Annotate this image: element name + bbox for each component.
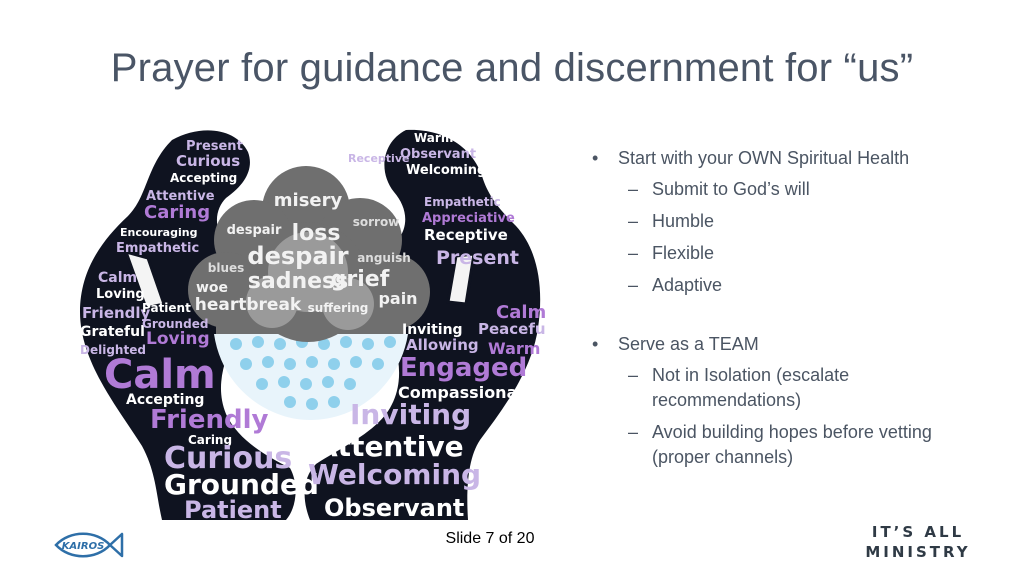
svg-text:Observant: Observant bbox=[400, 147, 476, 162]
svg-text:Warm: Warm bbox=[488, 339, 540, 358]
sub-bullet-dash: – bbox=[628, 243, 639, 263]
svg-text:Grounded: Grounded bbox=[142, 317, 208, 331]
word-grief: grief bbox=[331, 267, 390, 292]
svg-text:Grateful: Grateful bbox=[80, 324, 145, 340]
svg-text:Attentive: Attentive bbox=[316, 430, 464, 463]
svg-text:Inviting: Inviting bbox=[350, 398, 471, 431]
word-sorrow: sorrow bbox=[353, 215, 400, 229]
svg-text:Encouraging: Encouraging bbox=[120, 226, 197, 239]
right-hand-words: Warm Observant Welcoming Receptive Empat… bbox=[308, 131, 546, 522]
sub-bullet-dash: – bbox=[628, 422, 639, 442]
cloud-inner bbox=[246, 232, 374, 330]
sub-bullet-text: Submit to God’s will bbox=[652, 179, 810, 199]
sub-bullet-item: –Not in Isolation (escalate recommendati… bbox=[592, 363, 992, 413]
cloud-words: misery despair loss despair sadness grie… bbox=[195, 190, 418, 315]
word-sadness: sadness bbox=[248, 269, 348, 294]
right-thumb-white bbox=[446, 252, 476, 306]
svg-text:Engaged: Engaged bbox=[400, 353, 527, 383]
sub-bullet-dash: – bbox=[628, 211, 639, 231]
svg-text:Appreciative: Appreciative bbox=[422, 211, 515, 226]
svg-text:Caring: Caring bbox=[144, 202, 210, 223]
svg-text:Peaceful: Peaceful bbox=[478, 320, 546, 338]
svg-text:Accepting: Accepting bbox=[126, 392, 204, 408]
rain-bowl bbox=[214, 334, 408, 420]
slide-title: Prayer for guidance and discernment for … bbox=[110, 46, 914, 90]
hands-word-cloud-illustration: misery despair loss despair sadness grie… bbox=[80, 129, 546, 522]
sub-bullet-text: Not in Isolation (escalate recommendatio… bbox=[652, 365, 850, 410]
svg-text:Warm: Warm bbox=[414, 131, 453, 145]
svg-text:Welcoming: Welcoming bbox=[308, 458, 481, 491]
word-misery: misery bbox=[274, 190, 343, 211]
svg-text:Receptive: Receptive bbox=[348, 152, 409, 165]
word-heartbreak: heartbreak bbox=[195, 295, 302, 315]
sub-bullet-item: –Flexible bbox=[592, 241, 992, 266]
svg-text:Patient: Patient bbox=[142, 301, 191, 315]
sub-bullet-text: Flexible bbox=[652, 243, 715, 263]
sub-bullet-dash: – bbox=[628, 275, 639, 295]
sub-bullet-item: –Avoid building hopes before vetting (pr… bbox=[592, 420, 992, 470]
svg-text:Curious: Curious bbox=[176, 152, 240, 170]
svg-text:Welcoming: Welcoming bbox=[406, 163, 486, 178]
svg-text:Caring: Caring bbox=[188, 433, 232, 447]
word-pain: pain bbox=[378, 289, 417, 308]
left-hand-words: Present Curious Accepting Attentive Cari… bbox=[80, 139, 319, 522]
svg-text:Grounded: Grounded bbox=[164, 468, 319, 501]
svg-text:Attentive: Attentive bbox=[146, 189, 215, 204]
slide-number: Slide 7 of 20 bbox=[445, 530, 535, 547]
sub-bullet-item: –Submit to God’s will bbox=[592, 177, 992, 202]
bullet-dot: • bbox=[592, 334, 599, 354]
word-loss: loss bbox=[292, 221, 341, 246]
sub-bullet-item: –Humble bbox=[592, 209, 992, 234]
svg-text:Present: Present bbox=[436, 247, 519, 269]
sub-bullet-text: Humble bbox=[652, 211, 715, 231]
svg-text:Loving: Loving bbox=[146, 329, 210, 349]
left-hand-shape bbox=[80, 130, 296, 520]
word-despair-small: despair bbox=[227, 223, 282, 238]
svg-text:Friendly: Friendly bbox=[150, 405, 268, 435]
word-blues: blues bbox=[208, 261, 245, 275]
bullet-item: • Serve as a TEAM bbox=[592, 332, 992, 356]
svg-text:Receptive: Receptive bbox=[424, 226, 508, 244]
svg-text:Inviting: Inviting bbox=[402, 322, 463, 338]
svg-text:Present: Present bbox=[186, 139, 243, 154]
bullet-item: • Start with your OWN Spiritual Health bbox=[592, 146, 992, 170]
sub-bullet-dash: – bbox=[628, 179, 639, 199]
svg-text:Calm: Calm bbox=[98, 270, 137, 286]
svg-text:Accepting: Accepting bbox=[170, 171, 237, 185]
brand-line-2: MINISTRY bbox=[865, 543, 971, 561]
svg-text:Calm: Calm bbox=[496, 302, 546, 323]
svg-text:Friendly: Friendly bbox=[82, 304, 151, 322]
svg-text:Compassionate: Compassionate bbox=[398, 383, 536, 402]
kairos-logo-text: KAIROS bbox=[62, 541, 105, 552]
svg-text:Delighted: Delighted bbox=[80, 343, 146, 357]
word-woe: woe bbox=[196, 280, 228, 296]
svg-text:Empathetic: Empathetic bbox=[116, 241, 199, 256]
right-hand-shape bbox=[304, 129, 541, 520]
bullet-dot: • bbox=[592, 148, 599, 168]
svg-text:Empathetic: Empathetic bbox=[424, 195, 501, 209]
word-anguish: anguish bbox=[357, 251, 411, 265]
svg-text:Calm: Calm bbox=[104, 352, 216, 398]
bullet-list: •Start with your OWN Spiritual Health –S… bbox=[592, 146, 992, 470]
svg-text:Loving: Loving bbox=[96, 287, 145, 302]
bullet-text: Start with your OWN Spiritual Health bbox=[618, 148, 910, 168]
svg-text:Allowing: Allowing bbox=[406, 336, 479, 354]
sub-bullet-text: Adaptive bbox=[652, 275, 723, 295]
svg-text:Patient: Patient bbox=[184, 496, 282, 522]
sub-bullet-text: Avoid building hopes before vetting (pro… bbox=[652, 422, 932, 467]
word-despair: despair bbox=[247, 242, 348, 270]
svg-text:Observant: Observant bbox=[324, 494, 464, 522]
sub-bullet-item: –Adaptive bbox=[592, 273, 992, 298]
word-suffering: suffering bbox=[308, 301, 369, 315]
its-all-ministry-logo: IT’S ALL MINISTRY bbox=[860, 522, 976, 564]
svg-text:Curious: Curious bbox=[164, 441, 292, 476]
bullet-text: Serve as a TEAM bbox=[618, 334, 759, 354]
brand-line-1: IT’S ALL bbox=[871, 523, 965, 541]
left-thumb-white bbox=[123, 249, 166, 310]
sub-bullet-dash: – bbox=[628, 365, 639, 385]
kairos-fish-logo: KAIROS bbox=[54, 532, 124, 558]
